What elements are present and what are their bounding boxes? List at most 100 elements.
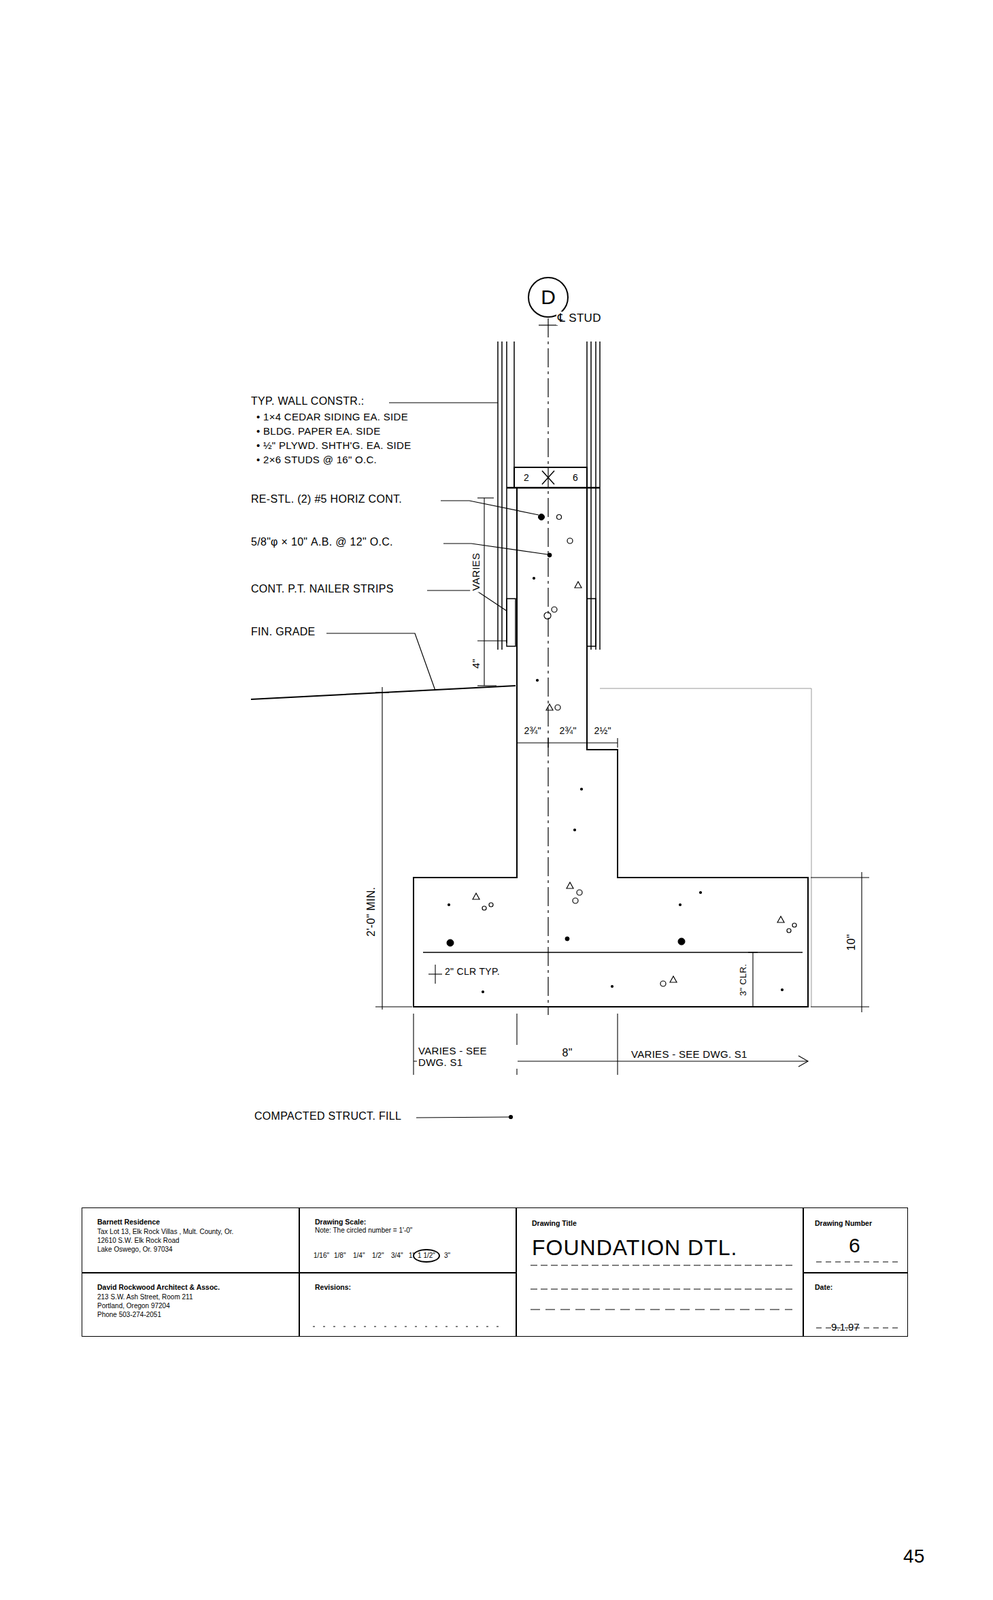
node-text: 3": [444, 1251, 451, 1260]
annotation: • 2×6 STUDS @ 16" O.C.: [255, 453, 379, 466]
title-block-cell: Date:9.1.97: [803, 1272, 908, 1337]
annotation: 2¾": [523, 725, 543, 736]
dashed-rule: [530, 1288, 793, 1290]
annotation: TYP. WALL CONSTR.:: [249, 395, 366, 408]
dimension-tick: [748, 1005, 758, 1007]
aggregate-dot: [482, 990, 485, 993]
annotation: RE-STL. (2) #5 HORIZ CONT.: [249, 493, 404, 506]
dimension-tick: [516, 737, 517, 748]
aggregate-mark: [572, 897, 579, 904]
title-block-cell: David Rockwood Architect & Assoc.213 S.W…: [81, 1272, 300, 1337]
dimension-line: [752, 952, 753, 1007]
aggregate-mark: [482, 905, 487, 911]
dimension-line: [483, 497, 485, 686]
aggregate-dot: [533, 577, 536, 580]
node-text: 1/16": [313, 1251, 330, 1260]
aggregate-dot: [574, 829, 577, 832]
dimension-text: VARIES: [469, 550, 482, 592]
node-text: Portland, Oregon 97204: [97, 1301, 171, 1310]
leader-dot: [509, 1115, 513, 1119]
node-text: 213 S.W. Ash Street, Room 211: [97, 1292, 193, 1302]
dimension-arrow: [798, 1055, 809, 1067]
finish-grade: [250, 685, 516, 700]
node-text: 12610 S.W. Elk Rock Road: [97, 1236, 180, 1245]
foundation-outline: [413, 487, 809, 1007]
extension-line: [375, 1005, 413, 1007]
annotation: VARIES - SEE DWG. S1: [629, 1048, 749, 1060]
nailer-strip: [506, 598, 516, 647]
aggregate-dot: [699, 891, 702, 894]
wall-section: [497, 341, 600, 650]
node-text: Lake Oswego, Or. 97034: [97, 1245, 173, 1254]
title-block-cell: Drawing TitleFOUNDATION DTL.: [516, 1207, 804, 1337]
stud-line: [586, 341, 588, 468]
aggregate-mark: [574, 581, 582, 588]
extension-line: [477, 684, 497, 686]
dimension-tick: [748, 951, 758, 953]
node-text: Drawing Scale:: [314, 1217, 366, 1226]
plywood-line: [590, 341, 592, 650]
aggregate-mark: [544, 612, 551, 619]
siding-line: [599, 341, 601, 650]
dashed-rule: [530, 1309, 793, 1310]
node-text: Drawing Number: [814, 1218, 872, 1227]
node-text: 1/2": [372, 1251, 384, 1260]
annotation: • ½" PLYWD. SHTH'G. EA. SIDE: [255, 439, 413, 451]
dimensions: [375, 497, 870, 1075]
dashed-rule: [530, 1265, 793, 1266]
dashed-rule: [816, 1261, 898, 1263]
rebar-dot: [446, 939, 454, 947]
aggregate-mark: [777, 916, 785, 923]
excavation-line: [599, 688, 812, 689]
paper-line: [501, 341, 503, 650]
title-block-cell: Drawing Scale:Note: The circled number =…: [299, 1207, 517, 1273]
leader-line: [389, 401, 498, 403]
node-text: Note: The circled number = 1'-0": [314, 1226, 413, 1235]
extension-line: [477, 497, 494, 498]
node-text: David Rockwood Architect & Assoc.: [97, 1282, 220, 1291]
aggregate-dot: [580, 788, 583, 791]
aggregate-mark: [660, 980, 666, 987]
aggregate-mark: [576, 889, 583, 896]
extension-line: [375, 691, 390, 693]
node-text: D: [540, 285, 556, 310]
leader-line: [440, 500, 539, 515]
bottom-plate: [514, 467, 587, 488]
annotation: • BLDG. PAPER EA. SIDE: [255, 425, 382, 437]
node-text: 9.1.97: [831, 1320, 860, 1333]
dimension-tick: [586, 737, 587, 748]
rebar-dot: [538, 514, 545, 521]
annotation: 2½": [593, 725, 613, 736]
dimension-tick: [616, 737, 618, 748]
annotation: VARIES - SEE DWG. S1: [416, 1044, 518, 1069]
aggregate-dot: [611, 985, 614, 988]
node-text: Drawing Title: [531, 1218, 577, 1227]
annotation: FIN. GRADE: [249, 625, 317, 638]
rebar-dot: [678, 937, 685, 945]
scale-circle: 1 1/2": [412, 1248, 441, 1263]
dimension-text: 4": [469, 657, 482, 670]
leader-line: [427, 590, 507, 611]
rebar-dot: [557, 514, 562, 520]
node-text: Phone 503-274-2051: [97, 1310, 162, 1319]
plate-cross: [542, 470, 555, 485]
annotation: 2" CLR TYP.: [443, 965, 502, 977]
aggregate-mark: [472, 893, 480, 900]
aggregate-dot: [679, 903, 682, 906]
aggregate-mark: [786, 928, 791, 933]
annotation: CONT. P.T. NAILER STRIPS: [249, 582, 396, 596]
annotation: 8": [561, 1046, 575, 1059]
centerline-stud: [547, 318, 549, 1015]
plywood-line: [506, 341, 508, 643]
leader-line: [443, 543, 548, 555]
concrete-foundation: [413, 487, 809, 1007]
dashed-rule: [312, 1326, 504, 1327]
annotation: COMPACTED STRUCT. FILL: [253, 1109, 403, 1123]
annotation: 6: [571, 472, 580, 483]
aggregate-mark: [566, 882, 574, 889]
dimension-line: [861, 871, 862, 1013]
aggregate-dot: [781, 988, 784, 991]
extension-line: [810, 876, 870, 878]
